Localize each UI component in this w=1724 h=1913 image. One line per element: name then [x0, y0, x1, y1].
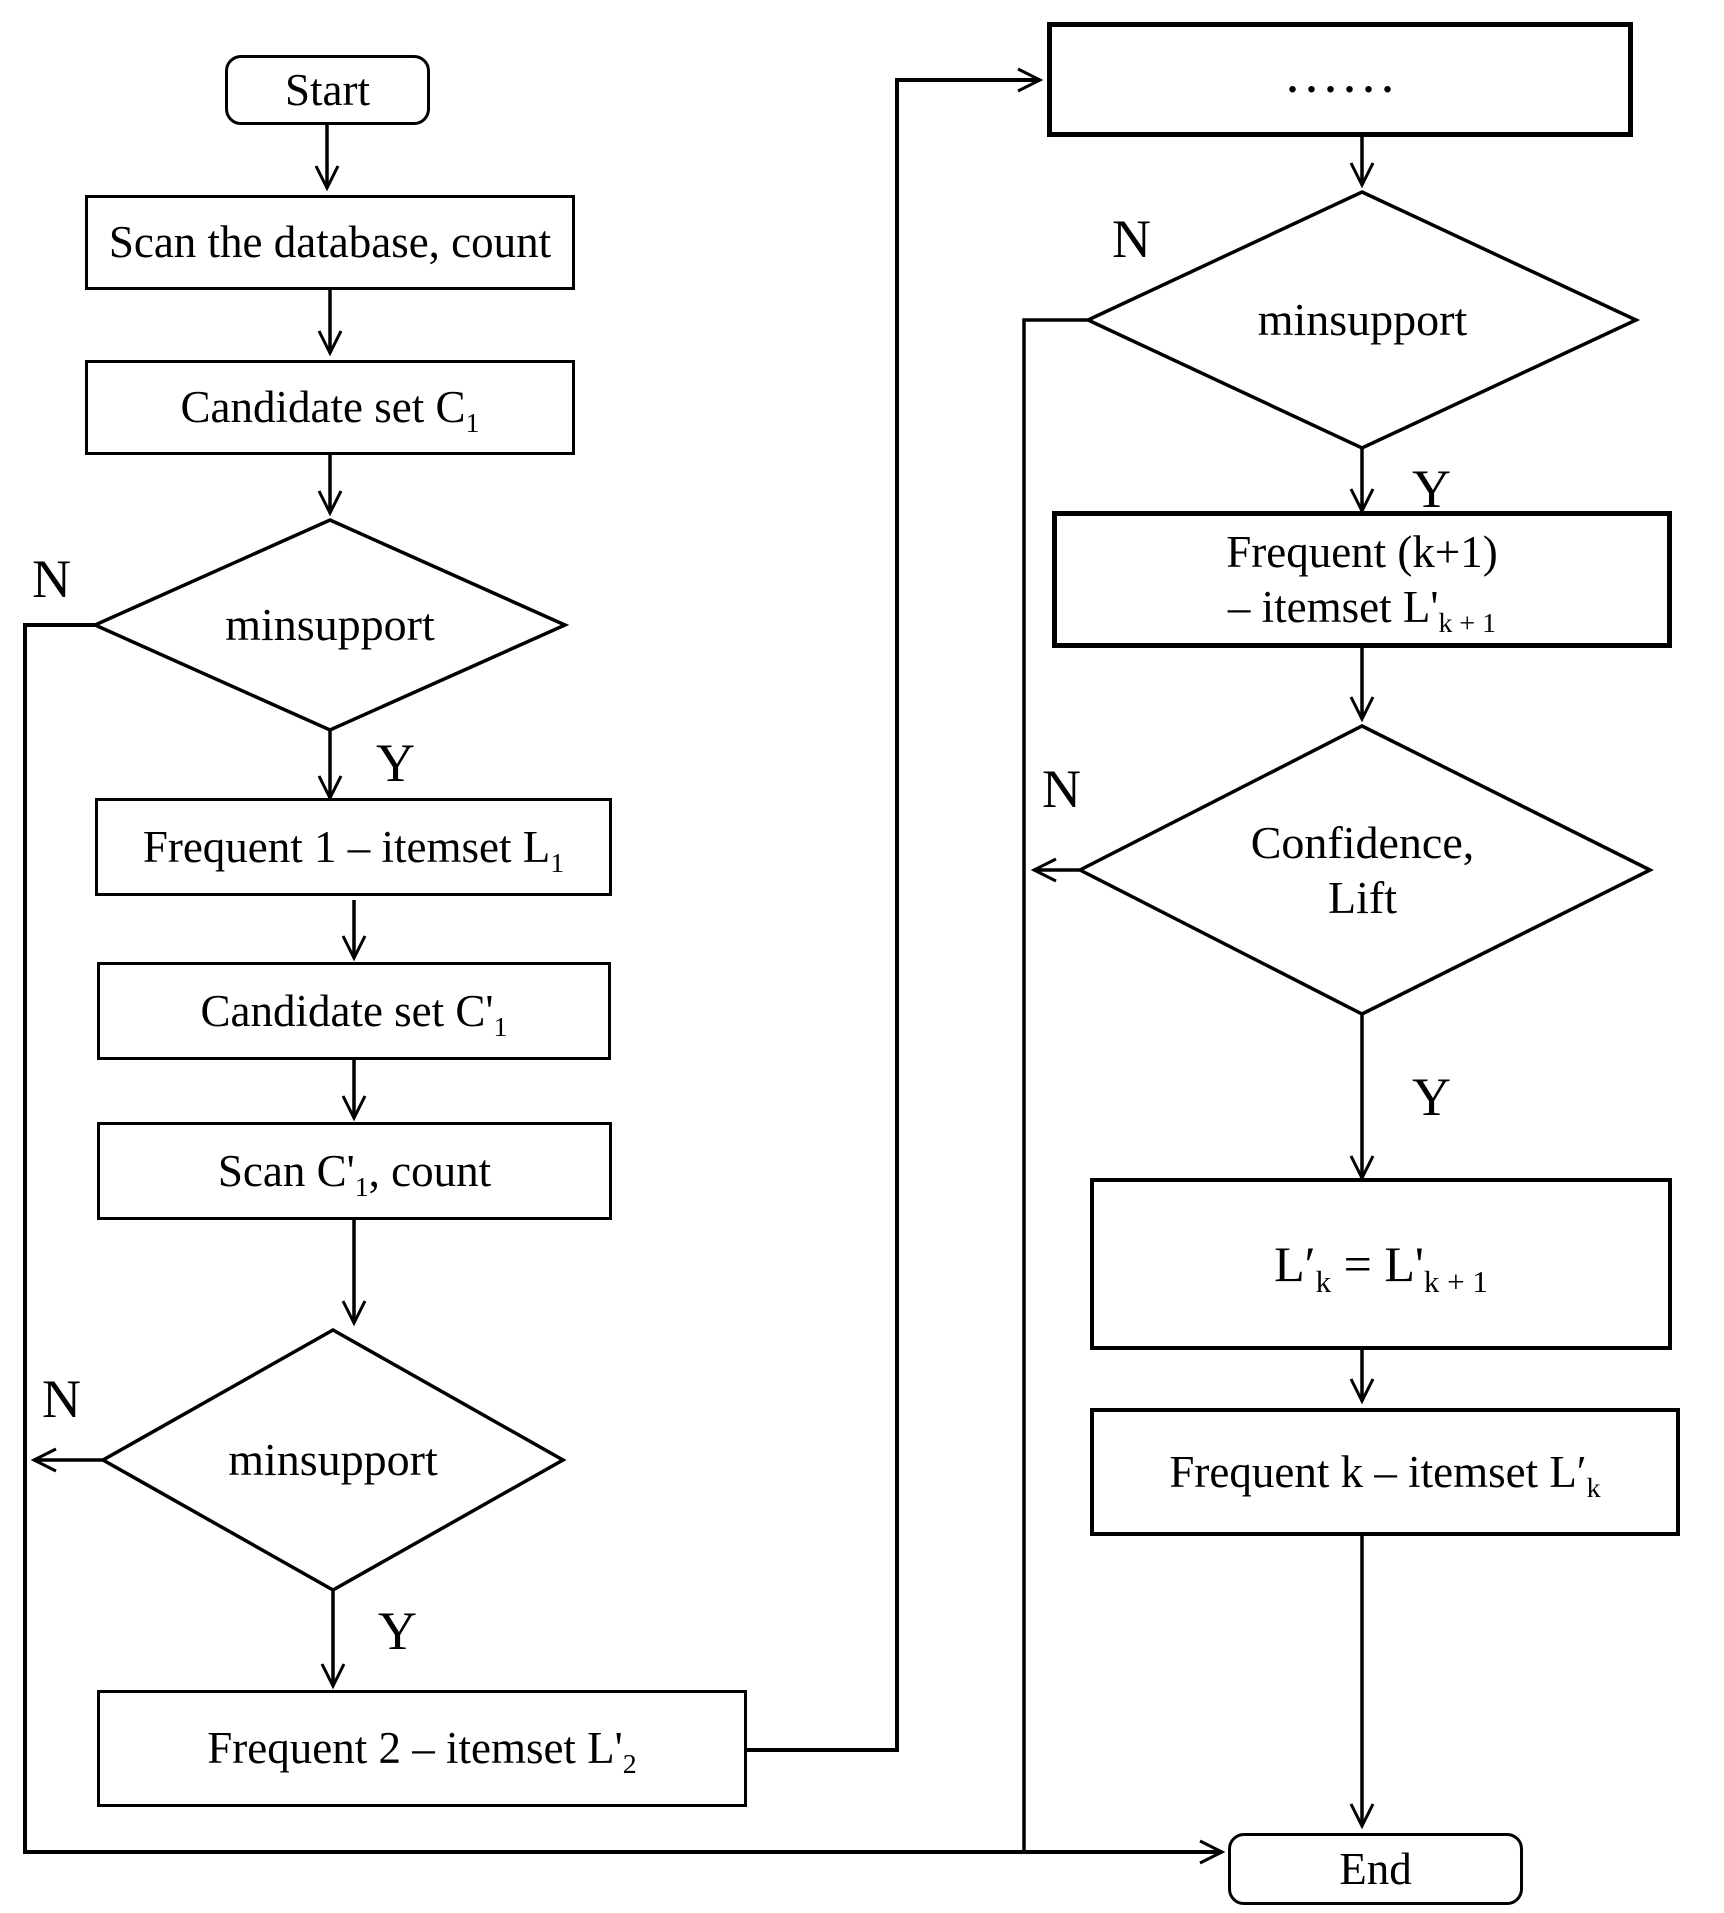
process-frequent-2-itemset: Frequent 2 – itemset L'2 — [97, 1690, 747, 1807]
process-candidate-set-c1-prime: Candidate set C'1 — [97, 962, 611, 1060]
lk-assign-label: L′k = L'k + 1 — [1274, 1235, 1488, 1299]
decision-confidence-lift-label: Confidence, Lift — [1250, 816, 1475, 923]
process-frequent-1-itemset: Frequent 1 – itemset L1 — [95, 798, 612, 896]
frequent-k1-line2: – itemset L'k + 1 — [1227, 581, 1497, 639]
frequent-1-itemset-label: Frequent 1 – itemset L1 — [142, 821, 565, 879]
end-terminator: End — [1228, 1833, 1523, 1905]
edge-label-y-1: Y — [376, 733, 415, 793]
edge-label-y-4: Y — [1412, 1067, 1451, 1127]
frequent-k1-line1: Frequent (k+1) — [1226, 526, 1498, 577]
start-terminator: Start — [225, 55, 430, 125]
decision-minsupport-2-label: minsupport — [228, 1434, 438, 1486]
process-scan-database: Scan the database, count — [85, 195, 575, 290]
process-lk-assign: L′k = L'k + 1 — [1090, 1178, 1672, 1350]
process-frequent-k1-itemset: Frequent (k+1) – itemset L'k + 1 — [1052, 511, 1672, 648]
edge-label-n-3: N — [1112, 209, 1151, 269]
edge-label-y-2: Y — [378, 1601, 417, 1661]
process-frequent-k-itemset: Frequent k – itemset L′k — [1090, 1408, 1680, 1536]
start-label: Start — [285, 64, 370, 115]
decision-minsupport-3-label: minsupport — [1257, 294, 1468, 346]
process-scan-c1-prime: Scan C'1, count — [97, 1122, 612, 1220]
candidate-set-c1-label: Candidate set C1 — [180, 382, 480, 440]
scan-database-label: Scan the database, count — [108, 217, 552, 268]
edge-label-y-3: Y — [1412, 459, 1451, 519]
edge-label-n-2: N — [42, 1369, 81, 1429]
end-label: End — [1339, 1843, 1412, 1894]
scan-c1-prime-label: Scan C'1, count — [217, 1145, 492, 1203]
edge-label-n-4: N — [1042, 759, 1081, 819]
process-candidate-set-c1: Candidate set C1 — [85, 360, 575, 455]
candidate-set-c1-prime-label: Candidate set C'1 — [200, 985, 508, 1043]
ellipsis-box: ...... — [1047, 22, 1633, 137]
frequent-2-itemset-label: Frequent 2 – itemset L'2 — [207, 1723, 637, 1781]
frequent-k-itemset-label: Frequent k – itemset L′k — [1169, 1446, 1601, 1504]
ellipsis-label: ...... — [1287, 56, 1402, 102]
decision-minsupport-1-label: minsupport — [225, 599, 435, 651]
edge-label-n-1: N — [32, 549, 71, 609]
